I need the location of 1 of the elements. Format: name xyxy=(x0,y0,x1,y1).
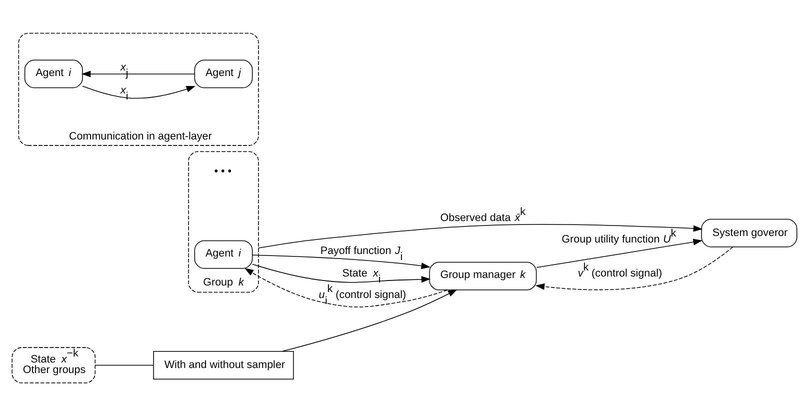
label: • • • xyxy=(214,164,232,177)
